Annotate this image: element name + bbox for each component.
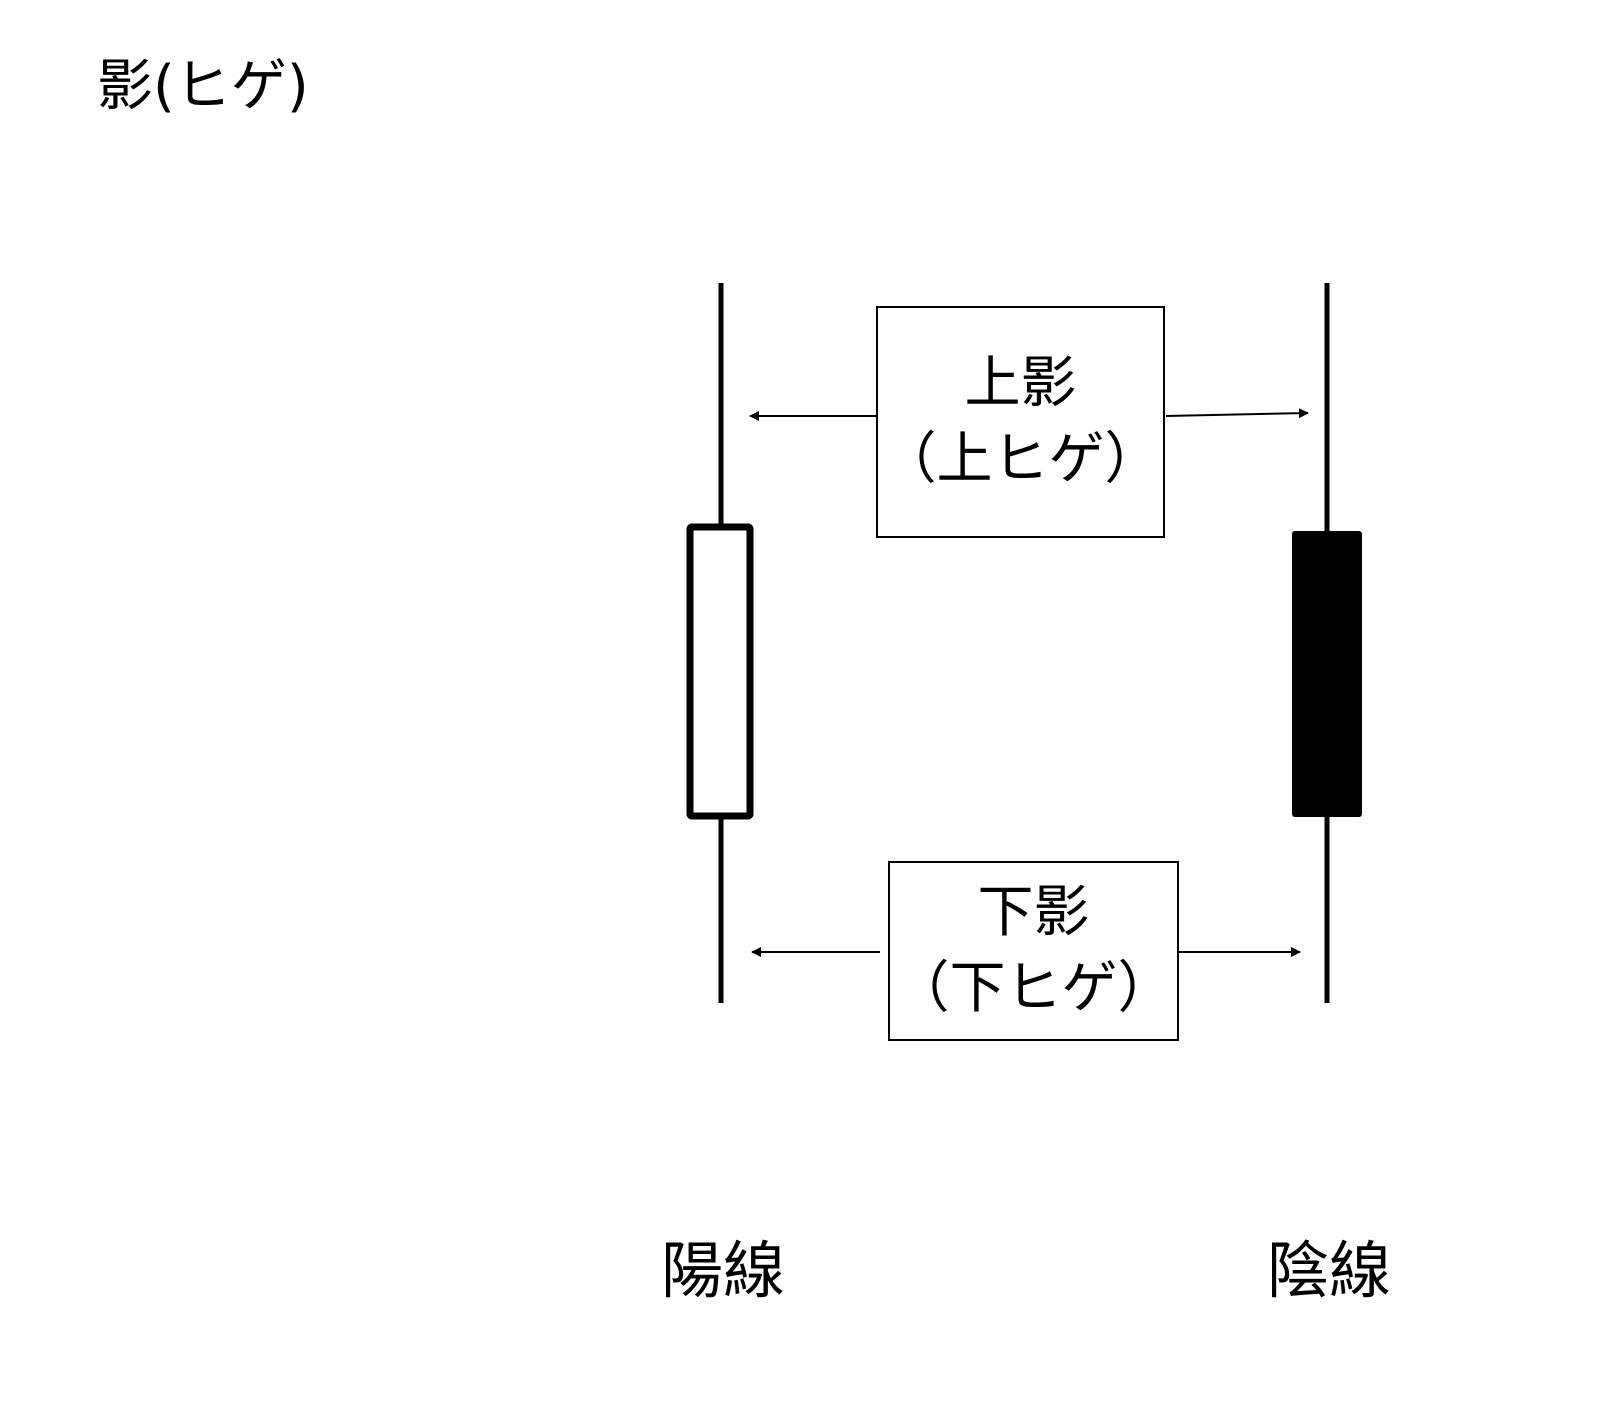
bearish-candle-label: 陰線 xyxy=(1266,1234,1391,1307)
bearish-body xyxy=(1292,531,1362,817)
bullish-candle-label: 陽線 xyxy=(660,1234,785,1307)
lower-shadow-label-box: 下影 （下ヒゲ） xyxy=(888,861,1179,1041)
upper-right-arrow xyxy=(1165,408,1309,419)
diagram-title: 影(ヒゲ) xyxy=(97,54,309,119)
upper-shadow-label-box: 上影 （上ヒゲ） xyxy=(876,306,1165,538)
lower-shadow-label: 下影 xyxy=(977,880,1090,945)
upper-shadow-sublabel: （上ヒゲ） xyxy=(880,427,1161,492)
bullish-body xyxy=(686,523,754,820)
lower-shadow-sublabel: （下ヒゲ） xyxy=(893,956,1174,1021)
upper-shadow-label: 上影 xyxy=(964,351,1077,416)
